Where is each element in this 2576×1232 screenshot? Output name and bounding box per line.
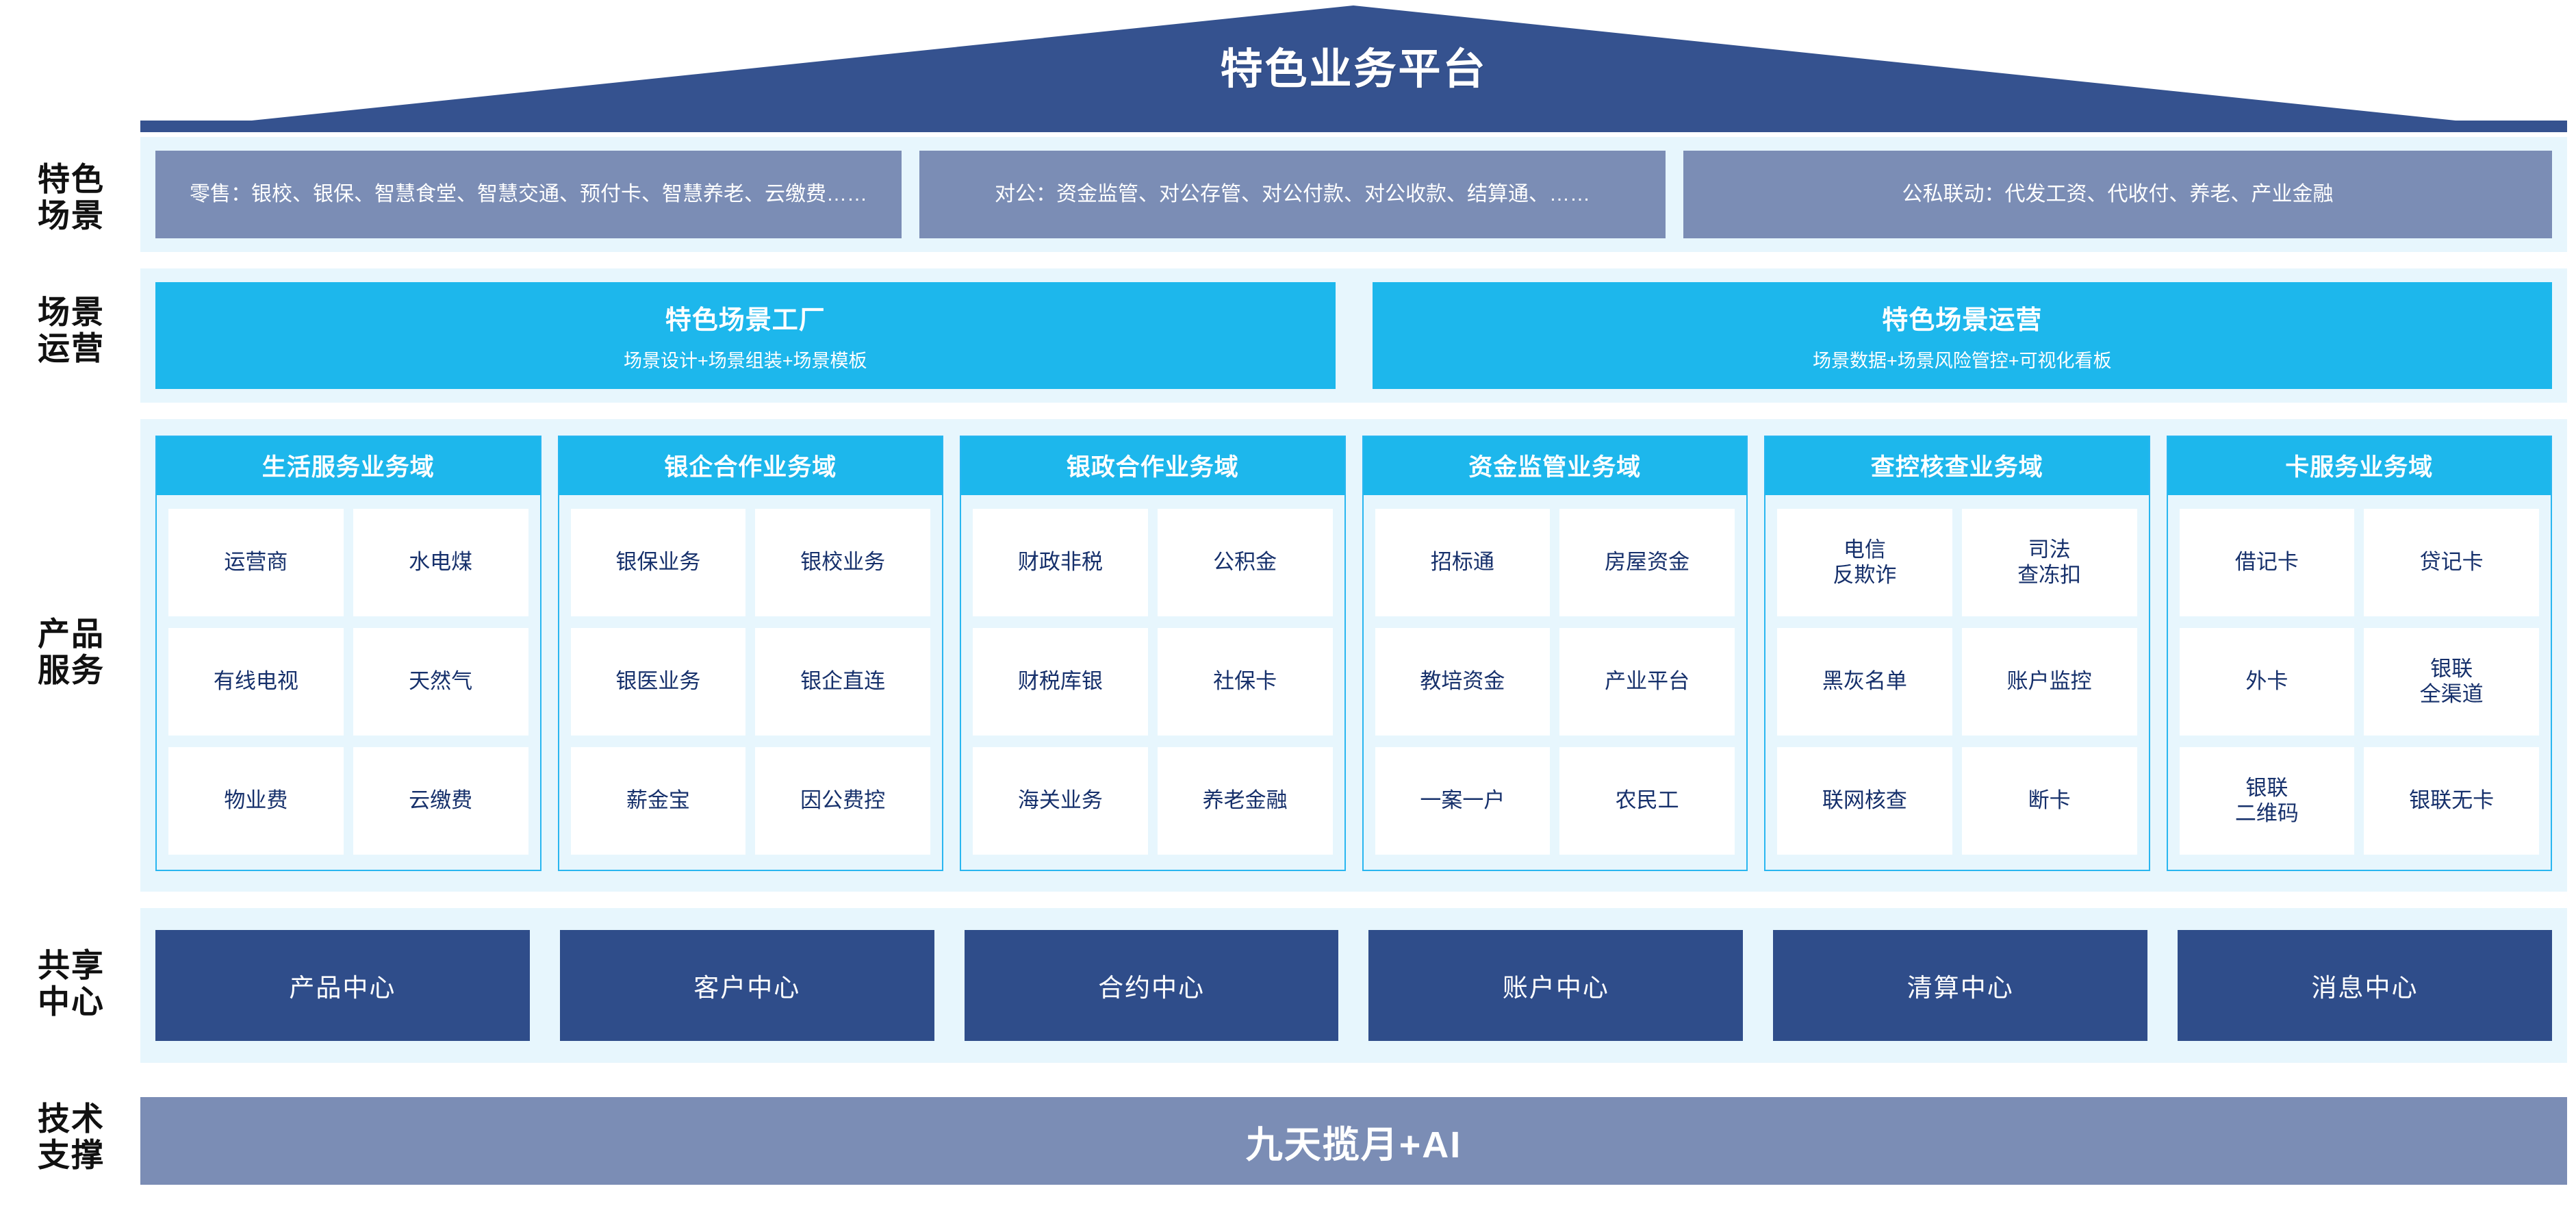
domain-item[interactable]: 财税库银 bbox=[973, 628, 1148, 736]
ops-title: 特色场景运营 bbox=[1882, 306, 2043, 335]
domain-investigation-control[interactable]: 查控核查业务域 电信 反欺诈 司法 查冻扣 黑灰名单 账户监控 联网核查 断卡 bbox=[1764, 436, 2150, 871]
domain-item[interactable]: 银联 二维码 bbox=[2179, 747, 2355, 855]
domain-item[interactable]: 养老金融 bbox=[1157, 747, 1333, 855]
domain-item[interactable]: 银保业务 bbox=[570, 509, 746, 616]
ops-subtitle: 场景设计+场景组装+场景模板 bbox=[623, 351, 867, 371]
domain-items: 银保业务 银校业务 银医业务 银企直连 薪金宝 因公费控 bbox=[559, 495, 943, 870]
products-band: 生活服务业务域 运营商 水电煤 有线电视 天然气 物业费 云缴费 银企合作业务域… bbox=[140, 419, 2567, 892]
rail-label-scene: 特色 场景 bbox=[38, 161, 105, 234]
rail-label-products: 产品 服务 bbox=[38, 616, 105, 688]
domain-bank-enterprise[interactable]: 银企合作业务域 银保业务 银校业务 银医业务 银企直连 薪金宝 因公费控 bbox=[557, 436, 943, 871]
ops-box-scene-factory[interactable]: 特色场景工厂 场景设计+场景组装+场景模板 bbox=[155, 282, 1336, 389]
domain-items: 借记卡 贷记卡 外卡 银联 全渠道 银联 二维码 银联无卡 bbox=[2168, 495, 2551, 870]
domain-item[interactable]: 银企直连 bbox=[755, 628, 930, 736]
domain-items: 运营商 水电煤 有线电视 天然气 物业费 云缴费 bbox=[157, 495, 540, 870]
tech-support-bar[interactable]: 九天揽月+AI bbox=[140, 1097, 2567, 1185]
domain-item[interactable]: 借记卡 bbox=[2179, 509, 2355, 616]
domain-item[interactable]: 社保卡 bbox=[1157, 628, 1333, 736]
domain-title: 资金监管业务域 bbox=[1363, 437, 1746, 495]
rail-label-operations: 场景 运营 bbox=[38, 294, 105, 366]
domain-item[interactable]: 财政非税 bbox=[973, 509, 1148, 616]
domain-item[interactable]: 天然气 bbox=[353, 628, 528, 736]
domain-title: 银企合作业务域 bbox=[559, 437, 942, 495]
domain-item[interactable]: 有线电视 bbox=[168, 628, 344, 736]
domain-item[interactable]: 产业平台 bbox=[1559, 628, 1735, 736]
domain-title: 银政合作业务域 bbox=[961, 437, 1344, 495]
domain-item[interactable]: 海关业务 bbox=[973, 747, 1148, 855]
domain-item[interactable]: 银联 全渠道 bbox=[2364, 628, 2539, 736]
domain-item[interactable]: 物业费 bbox=[168, 747, 344, 855]
scene-box-joint[interactable]: 公私联动：代发工资、代收付、养老、产业金融 bbox=[1683, 151, 2552, 238]
operations-band: 特色场景工厂 场景设计+场景组装+场景模板 特色场景运营 场景数据+场景风险管控… bbox=[140, 268, 2567, 403]
domain-card-service[interactable]: 卡服务业务域 借记卡 贷记卡 外卡 银联 全渠道 银联 二维码 银联无卡 bbox=[2166, 436, 2552, 871]
shared-center-contract[interactable]: 合约中心 bbox=[964, 930, 1339, 1041]
domain-item[interactable]: 公积金 bbox=[1157, 509, 1333, 616]
domain-fund-supervision[interactable]: 资金监管业务域 招标通 房屋资金 教培资金 产业平台 一案一户 农民工 bbox=[1362, 436, 1748, 871]
domain-item[interactable]: 黑灰名单 bbox=[1777, 628, 1952, 736]
domain-title: 查控核查业务域 bbox=[1765, 437, 2149, 495]
domain-item[interactable]: 司法 查冻扣 bbox=[1961, 509, 2137, 616]
shared-center-message[interactable]: 消息中心 bbox=[2178, 930, 2552, 1041]
scene-band: 零售：银校、银保、智慧食堂、智慧交通、预付卡、智慧养老、云缴费…… 对公：资金监… bbox=[140, 137, 2567, 252]
domain-item[interactable]: 招标通 bbox=[1375, 509, 1551, 616]
shared-centers-band: 产品中心 客户中心 合约中心 账户中心 清算中心 消息中心 bbox=[140, 908, 2567, 1063]
domain-item[interactable]: 联网核查 bbox=[1777, 747, 1952, 855]
domain-items: 电信 反欺诈 司法 查冻扣 黑灰名单 账户监控 联网核查 断卡 bbox=[1765, 495, 2149, 870]
page-title: 特色业务平台 bbox=[1220, 46, 1488, 93]
shared-center-account[interactable]: 账户中心 bbox=[1368, 930, 1744, 1041]
scene-box-retail[interactable]: 零售：银校、银保、智慧食堂、智慧交通、预付卡、智慧养老、云缴费…… bbox=[155, 151, 902, 238]
domain-title: 生活服务业务域 bbox=[157, 437, 540, 495]
domain-items: 招标通 房屋资金 教培资金 产业平台 一案一户 农民工 bbox=[1364, 495, 1747, 870]
domain-item[interactable]: 一案一户 bbox=[1375, 747, 1551, 855]
domain-life-service[interactable]: 生活服务业务域 运营商 水电煤 有线电视 天然气 物业费 云缴费 bbox=[155, 436, 541, 871]
ops-subtitle: 场景数据+场景风险管控+可视化看板 bbox=[1812, 351, 2112, 371]
domain-item[interactable]: 贷记卡 bbox=[2364, 509, 2539, 616]
shared-center-clearing[interactable]: 清算中心 bbox=[1773, 930, 2148, 1041]
domain-item[interactable]: 电信 反欺诈 bbox=[1777, 509, 1952, 616]
rail-label-tech: 技术 支撑 bbox=[38, 1101, 105, 1173]
domain-item[interactable]: 账户监控 bbox=[1961, 628, 2137, 736]
shared-center-product[interactable]: 产品中心 bbox=[155, 930, 530, 1041]
shared-center-customer[interactable]: 客户中心 bbox=[559, 930, 934, 1041]
domain-item[interactable]: 因公费控 bbox=[755, 747, 930, 855]
domain-item[interactable]: 教培资金 bbox=[1375, 628, 1551, 736]
ops-title: 特色场景工厂 bbox=[665, 306, 826, 335]
domain-title: 卡服务业务域 bbox=[2167, 437, 2551, 495]
domain-item[interactable]: 断卡 bbox=[1961, 747, 2137, 855]
domain-bank-government[interactable]: 银政合作业务域 财政非税 公积金 财税库银 社保卡 海关业务 养老金融 bbox=[960, 436, 1346, 871]
ops-box-scene-operation[interactable]: 特色场景运营 场景数据+场景风险管控+可视化看板 bbox=[1372, 282, 2552, 389]
domain-item[interactable]: 运营商 bbox=[168, 509, 344, 616]
domain-item[interactable]: 房屋资金 bbox=[1559, 509, 1735, 616]
domain-item[interactable]: 农民工 bbox=[1559, 747, 1735, 855]
domain-item[interactable]: 银校业务 bbox=[755, 509, 930, 616]
domain-item[interactable]: 银联无卡 bbox=[2364, 747, 2539, 855]
domain-items: 财政非税 公积金 财税库银 社保卡 海关业务 养老金融 bbox=[961, 495, 1344, 870]
domain-item[interactable]: 银医业务 bbox=[570, 628, 746, 736]
domain-item[interactable]: 薪金宝 bbox=[570, 747, 746, 855]
scene-box-corporate[interactable]: 对公：资金监管、对公存管、对公付款、对公收款、结算通、…… bbox=[919, 151, 1666, 238]
platform-roof-banner: 特色业务平台 bbox=[140, 5, 2567, 132]
domain-item[interactable]: 云缴费 bbox=[353, 747, 528, 855]
rail-label-shared: 共享 中心 bbox=[38, 947, 105, 1020]
domain-item[interactable]: 外卡 bbox=[2179, 628, 2355, 736]
domain-item[interactable]: 水电煤 bbox=[353, 509, 528, 616]
